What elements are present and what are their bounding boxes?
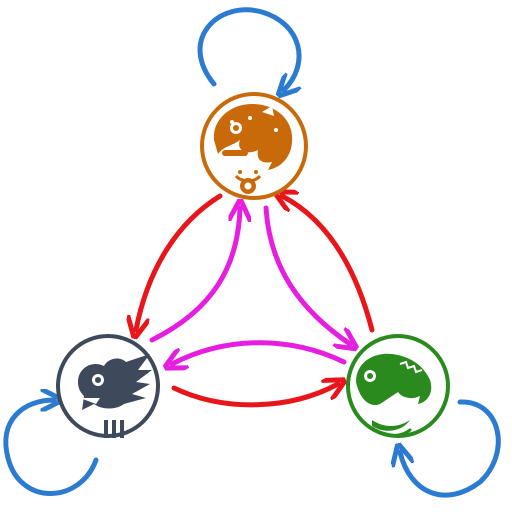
edge-jaguar-to-serpent	[263, 205, 350, 344]
node-eagle	[56, 334, 160, 438]
self-loop-jaguar	[197, 7, 299, 90]
eagle-head-icon	[78, 354, 152, 438]
edge-jaguar-to-eagle	[136, 193, 223, 330]
serpent-head-icon	[356, 353, 432, 438]
edge-eagle-to-jaguar	[149, 208, 240, 343]
edge-eagle-to-serpent	[171, 384, 338, 408]
self-loop-serpent	[400, 399, 501, 498]
self-loop-eagle	[3, 400, 99, 496]
jaguar-head-icon	[213, 104, 293, 194]
edge-serpent-to-jaguar	[282, 196, 375, 333]
node-serpent	[346, 334, 450, 438]
edge-serpent-to-eagle	[172, 340, 347, 364]
node-jaguar	[200, 92, 308, 200]
